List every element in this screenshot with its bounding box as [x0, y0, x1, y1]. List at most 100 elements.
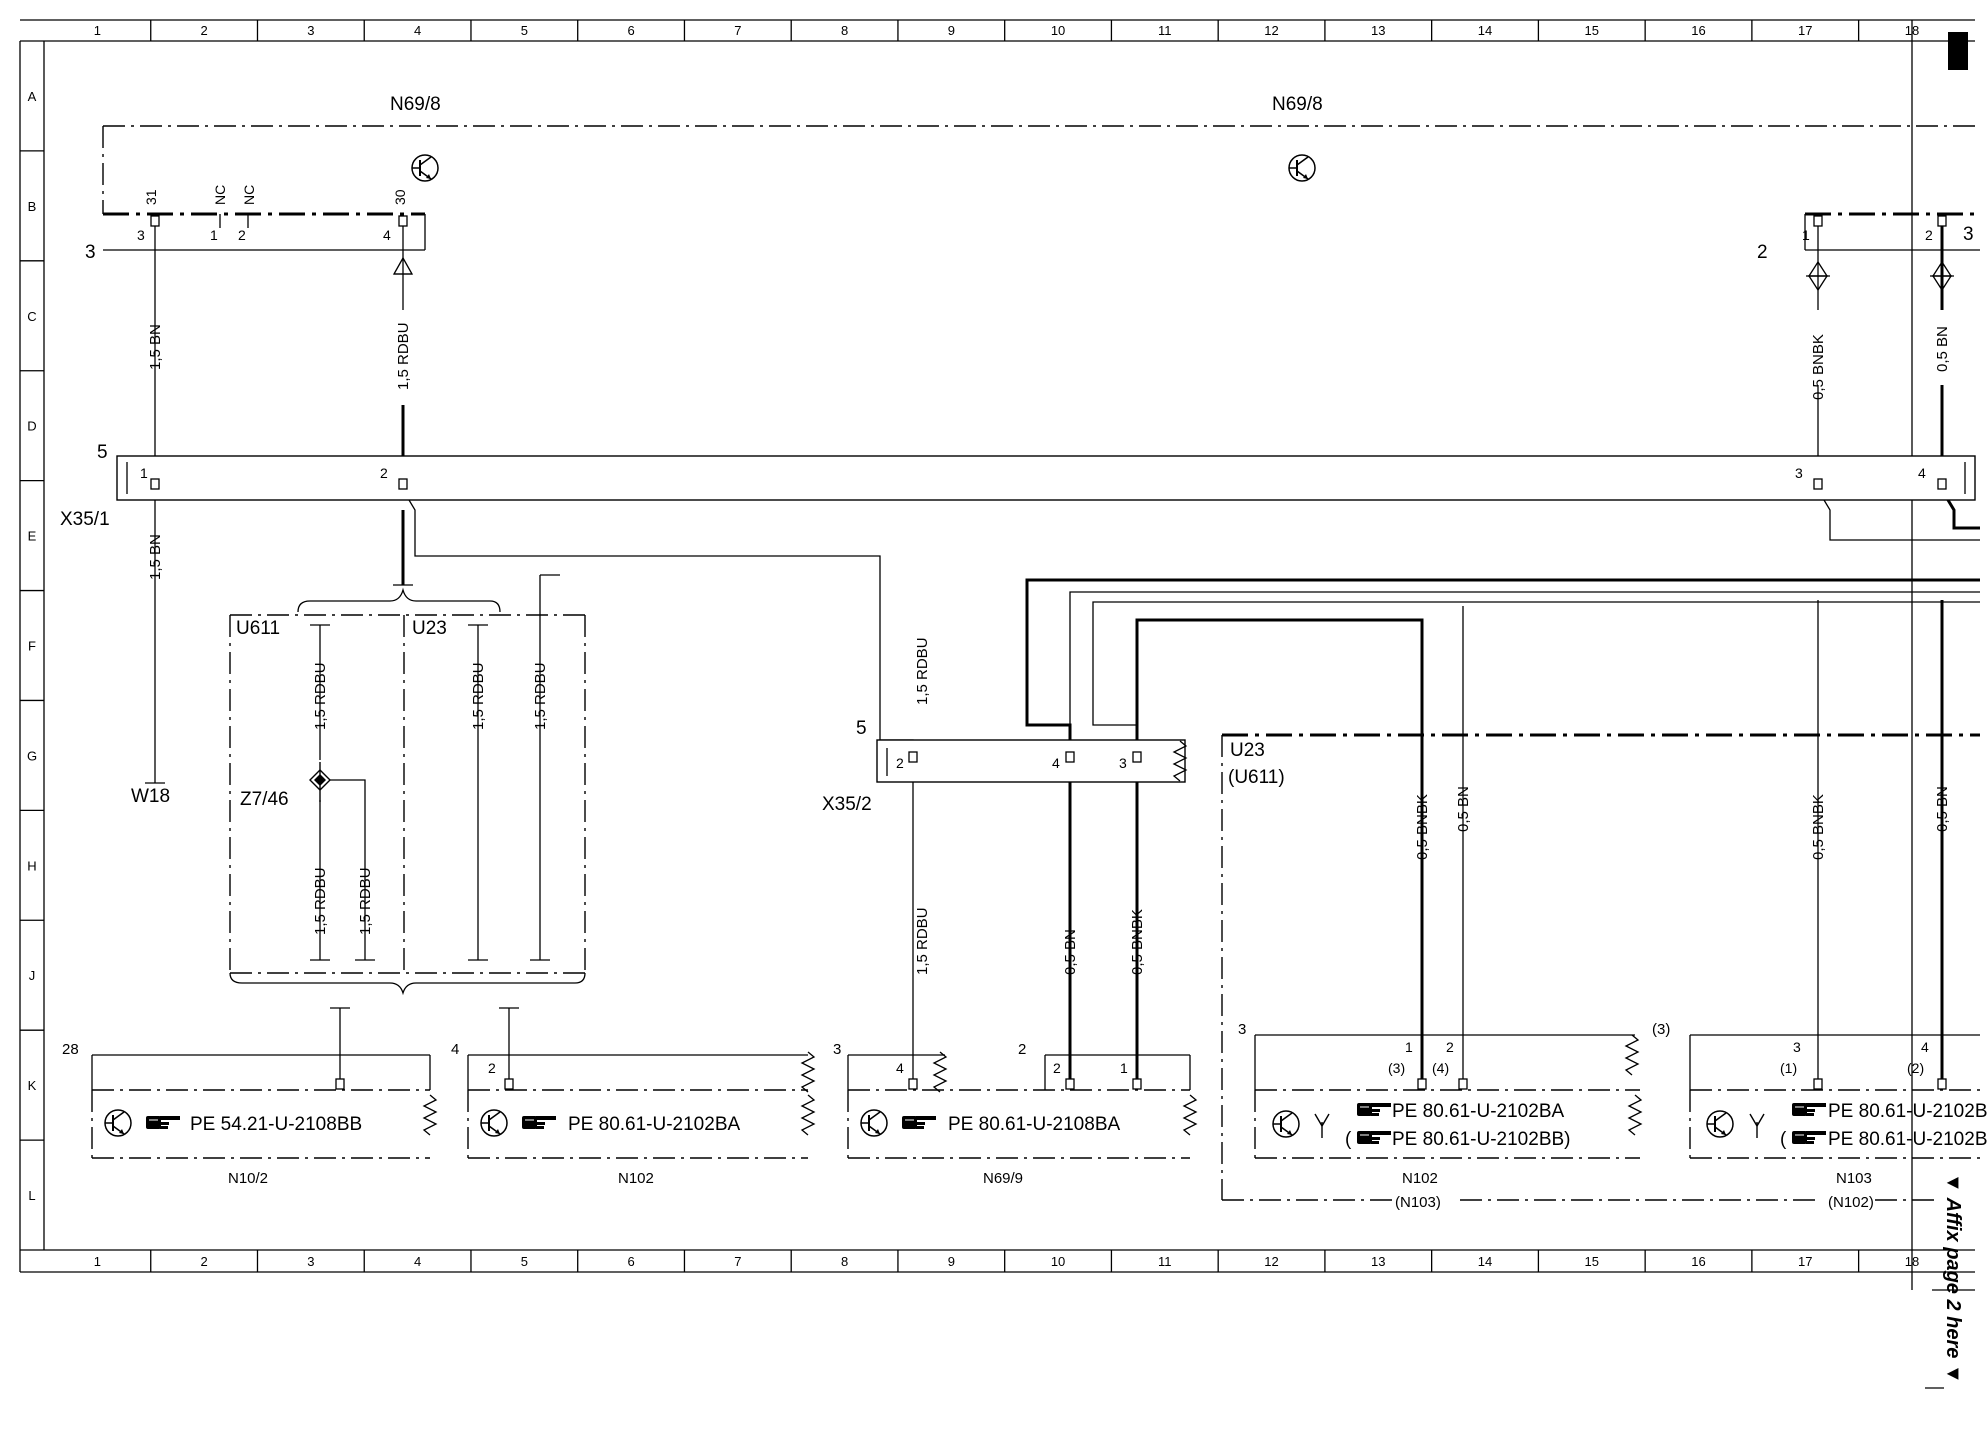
housing-number: 3	[85, 242, 96, 263]
column-marker: 3	[307, 1254, 314, 1269]
column-marker: 6	[627, 23, 634, 38]
connector-x35-2	[876, 739, 1187, 783]
antenna-icon	[1749, 1113, 1765, 1139]
reference-text: PE 80.61-U-2102B	[1828, 1101, 1988, 1122]
pin-number: 2	[1053, 1060, 1061, 1076]
pin-number: 3	[1793, 1039, 1801, 1055]
column-marker: 14	[1478, 23, 1492, 38]
break-icon	[801, 1051, 815, 1093]
connector-double-arrow-icons	[1806, 260, 1954, 292]
break-icon	[801, 1094, 815, 1136]
reference-text: PE 80.61-U-2108BA	[948, 1114, 1120, 1135]
pin-function-label: 31	[143, 189, 159, 205]
group-label-u23: U23	[1230, 740, 1265, 761]
column-marker: 6	[627, 1254, 634, 1269]
column-marker: 2	[200, 1254, 207, 1269]
pin-number: 3	[137, 227, 145, 243]
row-marker: H	[27, 858, 36, 873]
break-icon	[1625, 1034, 1639, 1076]
transistor-icon	[1288, 154, 1316, 182]
column-marker: 10	[1051, 23, 1065, 38]
component-label-z7-46: Z7/46	[240, 789, 289, 810]
column-marker: 10	[1051, 1254, 1065, 1269]
module-number: (3)	[1652, 1021, 1670, 1038]
reference-text: (	[1345, 1129, 1352, 1150]
column-marker: 17	[1798, 23, 1812, 38]
column-marker: 4	[414, 23, 421, 38]
pin-number: 3	[1795, 465, 1803, 481]
column-marker: 7	[734, 23, 741, 38]
module-number: 2	[1018, 1041, 1026, 1058]
row-marker: C	[27, 309, 36, 324]
wire-label: 1,5 RDBU	[312, 662, 329, 730]
column-marker: 5	[521, 1254, 528, 1269]
wire-label: 0,5 BNBK	[1414, 794, 1431, 860]
pin-number: (2)	[1907, 1060, 1924, 1076]
column-marker: 5	[521, 23, 528, 38]
wire-label: 0,5 BN	[1934, 786, 1951, 832]
pin-number: 4	[1052, 755, 1060, 771]
wire-label: 1,5 BN	[147, 534, 164, 580]
wire-label: 1,5 BN	[147, 324, 164, 370]
reference-text: PE 80.61-U-2102BB)	[1392, 1129, 1571, 1150]
antenna-icon	[1314, 1113, 1330, 1139]
column-marker: 13	[1371, 1254, 1385, 1269]
pin-number: 2	[896, 755, 904, 771]
splice-icon	[309, 761, 331, 803]
wire-label: 1,5 RDBU	[312, 867, 329, 935]
u23-u611-area	[1221, 733, 1980, 1201]
row-marker: B	[28, 199, 37, 214]
component-label-n69-8: N69/8	[1272, 94, 1323, 115]
module-number: 4	[451, 1041, 459, 1058]
column-marker: 14	[1478, 1254, 1492, 1269]
wire-label: 0,5 BN	[1062, 929, 1079, 975]
module-number: 3	[1238, 1021, 1246, 1038]
pin-number: 1	[1405, 1039, 1413, 1055]
column-marker: 4	[414, 1254, 421, 1269]
connector-x35-1	[116, 455, 1976, 501]
column-marker: 1	[94, 23, 101, 38]
transistor-icon	[480, 1109, 508, 1137]
reference-hand-icon	[1356, 1102, 1392, 1117]
pin-number: 4	[1921, 1039, 1929, 1055]
pin-number: 4	[1918, 465, 1926, 481]
reference-text: PE 80.61-U-2102B	[1828, 1129, 1988, 1150]
row-marker: G	[27, 748, 37, 763]
frame-border	[19, 19, 1975, 1389]
module-n103	[1689, 1034, 1980, 1159]
component-label-w18: W18	[131, 786, 170, 807]
affix-note: ▼ Affix page 2 here ▼	[1942, 1173, 1964, 1384]
reference-text: PE 80.61-U-2102BA	[1392, 1101, 1564, 1122]
column-marker: 12	[1264, 23, 1278, 38]
reference-hand-icon	[1791, 1130, 1827, 1145]
housing-number: 2	[1757, 242, 1768, 263]
pin-number: (3)	[1388, 1060, 1405, 1076]
column-marker: 13	[1371, 23, 1385, 38]
component-label-n69-8: N69/8	[390, 94, 441, 115]
row-marker: F	[28, 639, 36, 654]
pin-number: 4	[896, 1060, 904, 1076]
pin-number: 1	[1120, 1060, 1128, 1076]
group-label-u611: U611	[236, 618, 280, 639]
column-marker: 8	[841, 1254, 848, 1269]
wire-label: 1,5 RDBU	[914, 907, 931, 975]
transistor-icon	[1272, 1110, 1300, 1138]
wire-label: 0,5 BN	[1455, 786, 1472, 832]
connector-number: 5	[97, 442, 108, 463]
pin-number: 3	[1119, 755, 1127, 771]
pin-function-label: NC	[241, 185, 257, 205]
row-marker: D	[27, 419, 36, 434]
pin-number: 2	[1925, 227, 1933, 243]
reference-hand-icon	[1791, 1102, 1827, 1117]
pin-number: 1	[210, 227, 218, 243]
component-label-n102: N102	[1402, 1170, 1438, 1187]
housing-number: 3	[1963, 224, 1974, 245]
column-marker: 15	[1585, 1254, 1599, 1269]
pin-number: 2	[1446, 1039, 1454, 1055]
transistor-icon	[411, 154, 439, 182]
break-icon	[1183, 1094, 1197, 1136]
break-icon	[423, 1094, 437, 1136]
column-marker: 15	[1585, 23, 1599, 38]
column-marker: 16	[1691, 23, 1705, 38]
